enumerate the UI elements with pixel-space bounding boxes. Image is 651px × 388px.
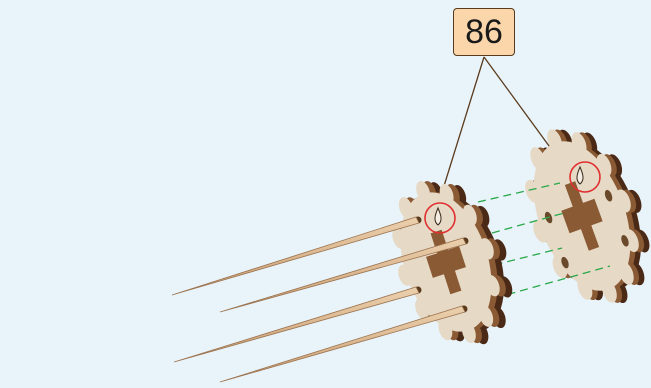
- leader-line-back: [484, 57, 552, 150]
- step-number-badge: 86: [453, 8, 515, 56]
- skewer-3: [174, 287, 419, 362]
- skewer-1: [172, 217, 419, 295]
- step-number-label: 86: [465, 15, 503, 49]
- skewer-4: [220, 306, 465, 382]
- gear-disc-back: [503, 109, 651, 324]
- leader-line-front: [444, 57, 484, 186]
